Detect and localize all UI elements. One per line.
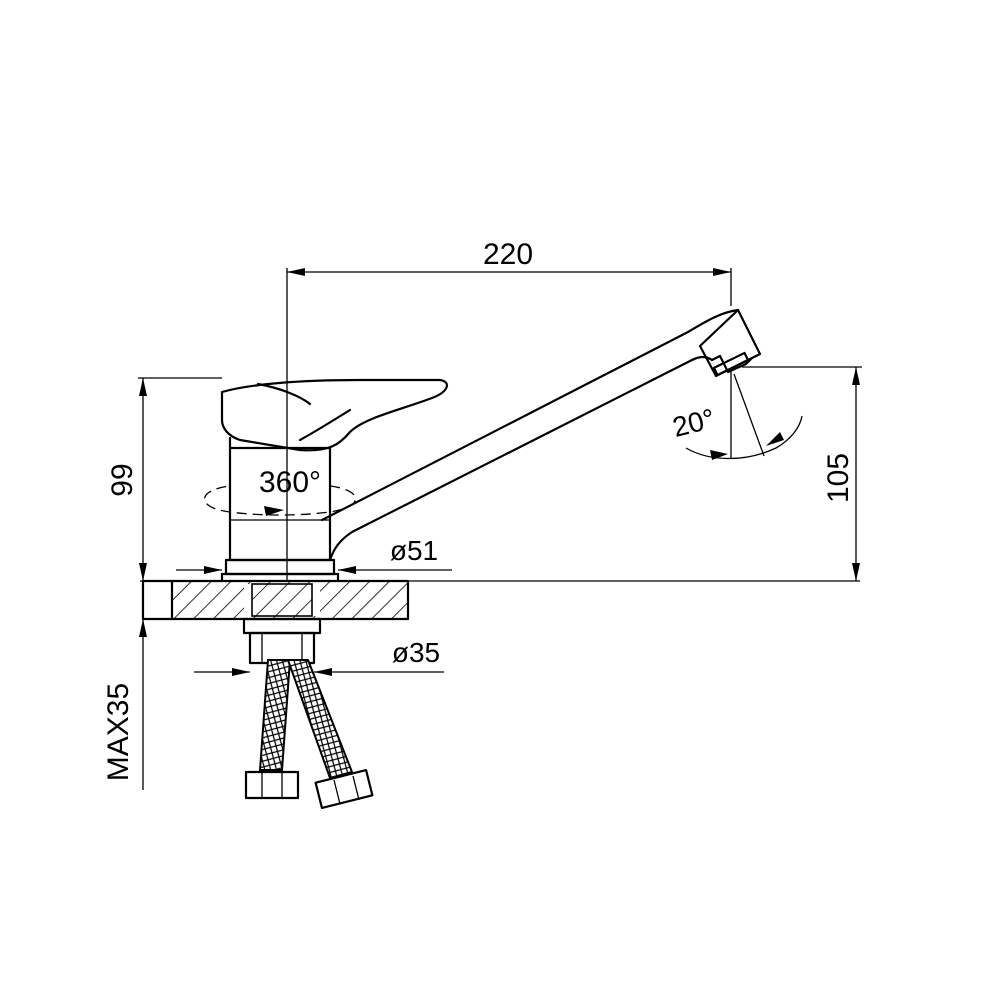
dim-label-220: 220 bbox=[483, 238, 533, 271]
dim-label-105: 105 bbox=[822, 453, 855, 503]
dimension-diameter-51 bbox=[176, 566, 452, 574]
tilt-indicator bbox=[685, 370, 803, 460]
dim-label-diameter-35: ø35 bbox=[392, 637, 440, 668]
dimension-99 bbox=[138, 377, 222, 581]
tilt-label: 20° bbox=[669, 403, 718, 443]
dimension-105 bbox=[742, 366, 862, 581]
dim-label-99: 99 bbox=[106, 463, 139, 496]
dim-label-diameter-51: ø51 bbox=[390, 535, 438, 566]
dimension-max35 bbox=[139, 619, 147, 790]
spout bbox=[320, 308, 762, 562]
dimension-diameter-35 bbox=[194, 668, 444, 676]
supply-hoses bbox=[242, 617, 374, 810]
dim-label-max35: MAX35 bbox=[102, 683, 135, 781]
rotation-label: 360° bbox=[259, 466, 321, 499]
rotation-indicator bbox=[203, 485, 357, 516]
dimension-220 bbox=[286, 268, 732, 581]
countertop-section bbox=[140, 579, 860, 621]
